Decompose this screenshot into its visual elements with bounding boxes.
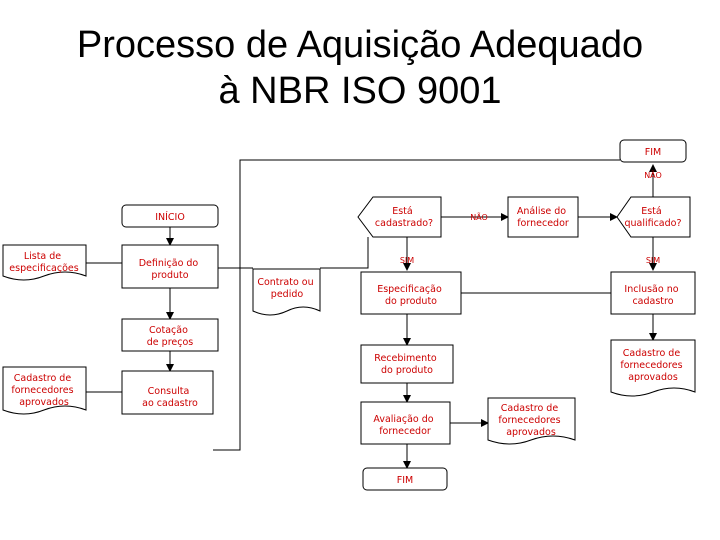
node-avaliacao-fornecedor xyxy=(360,401,451,445)
node-lista-label: Lista de especificações xyxy=(9,251,78,274)
node-avaliacao-label: Avaliação do fornecedor xyxy=(373,414,436,437)
node-fim-top xyxy=(619,139,687,163)
title-line-1: Processo de Aquisição Adequado xyxy=(76,24,644,66)
node-consulta-label: Consulta ao cadastro xyxy=(142,386,198,409)
title-line-2: à NBR ISO 9001 xyxy=(218,70,502,112)
node-inicio xyxy=(121,204,219,228)
connectors xyxy=(86,159,657,469)
node-analise-label: Análise do fornecedor xyxy=(517,206,569,229)
node-recebimento-produto xyxy=(360,344,454,384)
node-esta-cadastrado xyxy=(357,196,442,238)
node-contrato-pedido xyxy=(252,268,321,316)
node-cadastro-fornecedores-right xyxy=(610,339,696,397)
node-inclusao-cadastro xyxy=(610,271,696,315)
node-lista-especificacoes xyxy=(2,244,87,281)
node-esta-qualificado xyxy=(616,196,691,238)
node-cadastro-fornecedores-mid xyxy=(487,397,576,445)
node-cadastro-fornecedores-left xyxy=(2,366,87,415)
node-esta-cadastrado-label: Está cadastrado? xyxy=(375,206,433,229)
node-cadastro-mid-label: Cadastro de fornecedores aprovados xyxy=(498,403,563,438)
edge-contrato-cadastrado xyxy=(320,237,369,269)
node-definicao-produto xyxy=(121,244,219,289)
node-cotacao-precos xyxy=(121,318,219,352)
node-analise-fornecedor xyxy=(507,196,579,238)
node-cadastro-right-label: Cadastro de fornecedores aprovados xyxy=(620,348,685,383)
node-fim-top-label: FIM xyxy=(645,147,661,158)
node-especificacao-produto xyxy=(360,271,462,315)
label-nao-mid: NÃO xyxy=(470,212,488,222)
node-cotacao-label: Cotação de preços xyxy=(147,325,194,348)
node-contrato-label: Contrato ou pedido xyxy=(257,277,316,300)
node-especificacao-label: Especificação do produto xyxy=(377,284,445,307)
node-consulta-cadastro xyxy=(121,370,214,415)
node-cadastro-left-label: Cadastro de fornecedores aprovados xyxy=(11,373,76,408)
node-recebimento-label: Recebimento do produto xyxy=(374,353,439,376)
label-sim-right: SIM xyxy=(646,256,660,265)
node-fim-bottom-label: FIM xyxy=(397,475,413,486)
node-esta-qualificado-label: Está qualificado? xyxy=(624,206,681,229)
node-inicio-label: INÍCIO xyxy=(155,211,185,223)
node-inclusao-label: Inclusão no cadastro xyxy=(624,284,681,307)
node-fim-bottom xyxy=(362,467,448,491)
label-sim-left: SIM xyxy=(400,256,414,265)
edge-loop-left xyxy=(213,159,620,451)
page-title: Processo de Aquisição Adequado à NBR ISO… xyxy=(0,22,720,114)
label-nao-top: NÃO xyxy=(644,170,662,180)
node-definicao-label: Definição do produto xyxy=(139,258,202,281)
